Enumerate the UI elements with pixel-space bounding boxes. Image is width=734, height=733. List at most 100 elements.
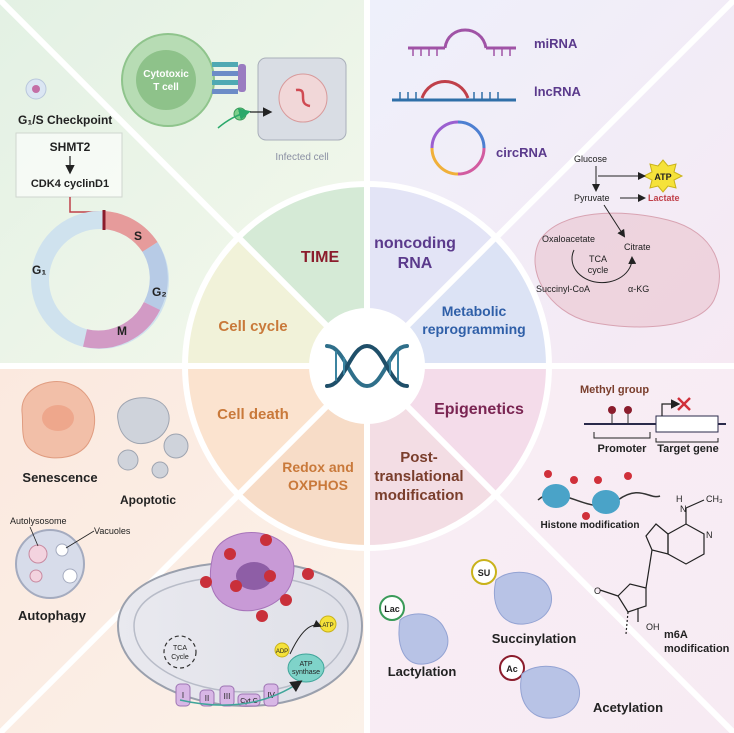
circrna-icon	[430, 120, 486, 176]
svg-text:ADP: ADP	[276, 649, 288, 655]
acetylation-label: Acetylation	[593, 700, 663, 715]
atp-label: ATP	[654, 172, 671, 182]
m6a-o-label: O	[594, 586, 601, 596]
label-redox-1: Redox and	[282, 459, 354, 475]
svg-text:Cyt C: Cyt C	[240, 698, 258, 705]
vacuoles-label: Vacuoles	[94, 526, 131, 536]
histone-label: Histone modification	[541, 520, 640, 531]
akg-label: α-KG	[628, 284, 649, 294]
autophagy-cell	[15, 529, 85, 599]
infected-cell-label: Infected cell	[275, 152, 328, 163]
autophagy-label: Autophagy	[18, 608, 87, 623]
label-cell-cycle: Cell cycle	[218, 318, 287, 335]
complex-ii	[199, 689, 215, 707]
label-ptm-2: translational	[374, 468, 463, 485]
target-gene-label: Target gene	[657, 443, 719, 455]
label-cell-death: Cell death	[217, 406, 289, 423]
ros-burst-icons	[200, 534, 314, 622]
atp-synthase	[287, 653, 325, 683]
methyl-dot	[624, 406, 632, 414]
mitochondrion-shape	[534, 212, 720, 328]
lactate-label: Lactate	[648, 193, 680, 203]
methyl-dot	[608, 406, 616, 414]
lac-badge	[379, 595, 405, 621]
redox-tca-1: TCA	[173, 645, 187, 652]
lactylation-label: Lactylation	[388, 664, 457, 679]
label-ptm-3: modification	[374, 487, 463, 504]
m6a-ring-n: N	[706, 530, 713, 540]
rna-panel: miRNA lncRNA circRNA	[392, 28, 582, 176]
complex-iii	[219, 685, 235, 707]
cell-cycle-panel: G₁/S Checkpoint SHMT2 CDK4 cyclinD1 S G₂…	[15, 78, 169, 349]
svg-text:synthase: synthase	[292, 669, 320, 676]
succinylation-label: Succinylation	[492, 631, 577, 646]
glucose-label: Glucose	[574, 154, 607, 164]
lncrna-label: lncRNA	[534, 84, 582, 99]
apoptotic-cell	[117, 397, 189, 479]
label-epigenetics: Epigenetics	[434, 401, 524, 418]
cell-death-panel: Senescence Apoptotic Autolysosome Vacuol…	[10, 381, 189, 623]
cycle-m	[83, 301, 161, 349]
complex-iv	[263, 683, 279, 707]
ac-badge	[499, 655, 525, 681]
svg-text:ATP: ATP	[299, 661, 312, 668]
cycle-g2	[142, 242, 168, 311]
promoter-label: Promoter	[598, 443, 648, 455]
m6a-structure	[599, 499, 705, 635]
m6a-label-2: modification	[664, 643, 730, 655]
nucleosome	[542, 484, 570, 508]
succinyl-label: Succinyl-CoA	[536, 284, 590, 294]
apoptotic-label: Apoptotic	[120, 493, 176, 507]
autolysosome-label: Autolysosome	[10, 516, 67, 526]
redox-tca-2: Cycle	[171, 654, 189, 661]
label-metabolic-2: reprogramming	[422, 321, 525, 337]
label-noncoding-1: noncoding	[374, 235, 456, 252]
label-redox-2: OXPHOS	[288, 477, 348, 493]
adp-dot	[274, 642, 290, 658]
svg-text:III: III	[224, 692, 231, 701]
oxaloacetate-label: Oxaloacetate	[542, 234, 595, 244]
phase-s: S	[134, 229, 142, 243]
m6a-oh-label: OH	[646, 622, 660, 632]
complex-i	[175, 683, 191, 707]
cycle-s	[102, 211, 158, 253]
checkpoint-title: G₁/S Checkpoint	[18, 113, 112, 127]
senescence-label: Senescence	[22, 470, 97, 485]
label-noncoding-2: RNA	[398, 255, 433, 272]
svg-text:ATP: ATP	[322, 623, 333, 629]
gene-cdk4: CDK4 cyclinD1	[31, 178, 109, 190]
label-time: TIME	[301, 249, 340, 266]
atp-burst	[642, 159, 684, 193]
ac-label: Ac	[506, 664, 518, 674]
tca-cycle-icon	[163, 635, 197, 669]
block-x-icon	[677, 397, 691, 411]
citrate-label: Citrate	[624, 242, 651, 252]
gene-shmt2: SHMT2	[50, 140, 91, 154]
mirna-icon	[408, 28, 516, 56]
ptm-panel: Lac Lactylation SU Succinylation Ac Acet…	[379, 559, 663, 719]
dna-icon	[325, 343, 409, 389]
label-metabolic-1: Metabolic	[442, 303, 507, 319]
receptor-icons	[212, 62, 246, 94]
metabolic-panel: Glucose ATP Pyruvate Lactate Oxaloacetat…	[534, 154, 720, 328]
lac-label: Lac	[384, 604, 400, 614]
mirna-label: miRNA	[534, 36, 578, 51]
target-gene-box	[655, 415, 719, 433]
phase-m: M	[117, 324, 127, 338]
protein-blob	[494, 571, 553, 625]
protein-blob	[520, 665, 581, 719]
svg-text:I: I	[182, 691, 184, 700]
t-cell-label-1: Cytotoxic	[143, 69, 189, 80]
phase-g2: G₂	[152, 285, 167, 299]
methyl-label: Methyl group	[580, 384, 649, 396]
t-cell-label-2: T cell	[153, 82, 179, 93]
m6a-label-1: m6A	[664, 629, 688, 641]
m6a-n-label: N	[680, 504, 687, 514]
tca-cycle-arrow	[571, 249, 637, 284]
tca-label-1: TCA	[589, 254, 607, 264]
m6a-h-label: H	[676, 494, 683, 504]
epigenetics-panel: Methyl group Promoter Target gene Histon…	[537, 384, 730, 655]
circrna-label: circRNA	[496, 145, 548, 160]
